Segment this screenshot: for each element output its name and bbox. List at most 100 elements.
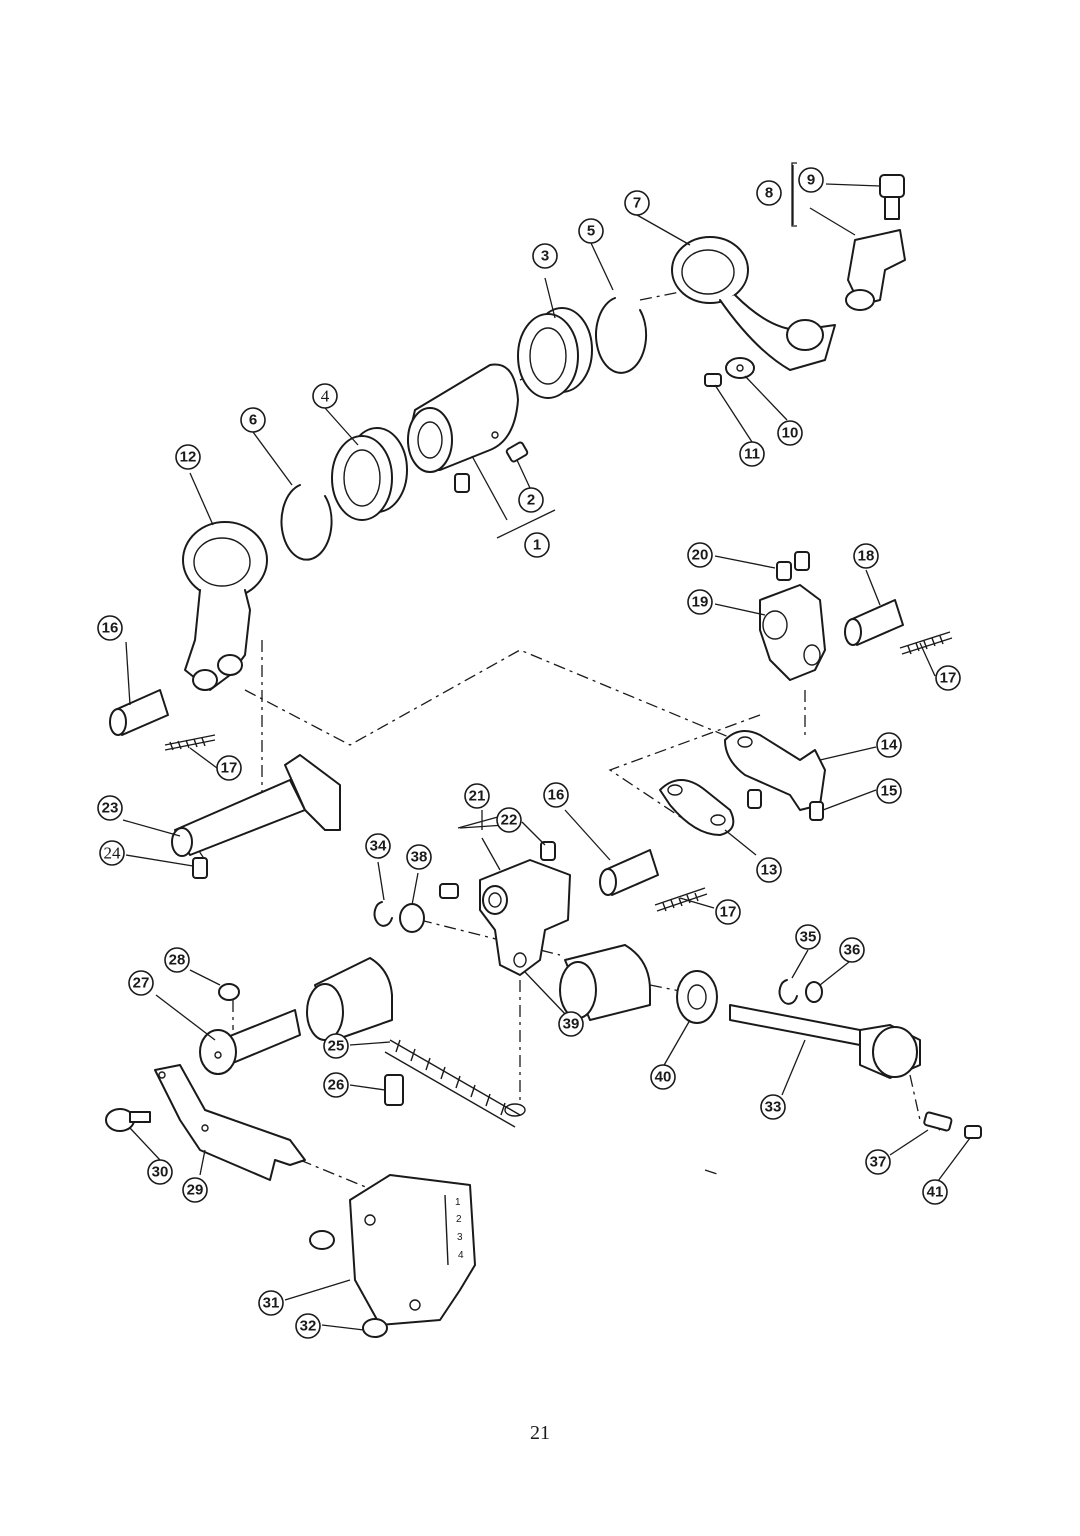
callout-24: 24: [99, 840, 125, 866]
callout-30: 30: [147, 1159, 173, 1185]
svg-text:3: 3: [541, 248, 549, 265]
callout-11: 11: [739, 441, 765, 467]
callout-33: 33: [760, 1094, 786, 1120]
callout-19: 19: [687, 589, 713, 615]
pin-16-left: [109, 689, 169, 736]
callout-41: 41: [922, 1179, 948, 1205]
adjusting-shaft-33: [729, 1004, 921, 1079]
callout-16-left: 16: [97, 615, 123, 641]
lever-assembly-21: [479, 859, 571, 976]
callout-7: 7: [624, 190, 650, 216]
svg-text:17: 17: [940, 670, 957, 687]
svg-text:6: 6: [249, 412, 257, 429]
shaft-23: [171, 754, 341, 857]
callout-26: 26: [323, 1072, 349, 1098]
callout-18: 18: [853, 543, 879, 569]
callout-23: 23: [97, 795, 123, 821]
callout-17-right: 17: [935, 665, 961, 691]
svg-text:17: 17: [720, 904, 737, 921]
assembly-guide-lines: [184, 289, 941, 1196]
o-ring-28: [218, 983, 240, 1001]
callout-39: 39: [558, 1011, 584, 1037]
svg-text:27: 27: [133, 975, 150, 992]
scale-mark-4: 4: [458, 1250, 464, 1261]
nut-40: [676, 970, 718, 1024]
callout-32: 32: [295, 1313, 321, 1339]
svg-text:10: 10: [782, 425, 799, 442]
svg-text:16: 16: [548, 787, 565, 804]
svg-text:4: 4: [321, 387, 330, 406]
block-19: [759, 584, 826, 681]
svg-text:16: 16: [102, 620, 119, 637]
spring-17-left: [164, 734, 216, 751]
screw-26: [384, 1074, 404, 1106]
svg-text:2: 2: [527, 492, 535, 509]
callout-4: 4: [312, 383, 338, 409]
page-number: 21: [530, 1422, 550, 1444]
callout-21: 21: [464, 783, 490, 809]
callout-1: 1: [524, 532, 550, 558]
spring-17-center: [654, 887, 708, 912]
svg-text:18: 18: [858, 548, 875, 565]
callout-6: 6: [240, 407, 266, 433]
needle-bearing-3: [517, 307, 593, 399]
set-screw-2: [454, 441, 529, 493]
set-screw-15: [747, 789, 824, 821]
callout-29: 29: [182, 1177, 208, 1203]
callout-2: 2: [518, 487, 544, 513]
eccentric-arm-7: [671, 236, 836, 371]
pin-16-center: [599, 849, 659, 896]
callout-20: 20: [687, 542, 713, 568]
connecting-rod-12: [182, 521, 268, 691]
svg-text:23: 23: [102, 800, 119, 817]
callout-14: 14: [876, 732, 902, 758]
set-screw-41: [964, 1125, 982, 1139]
callout-12: 12: [175, 444, 201, 470]
shaft-27: [199, 1009, 301, 1075]
tension-spring-25: [384, 1039, 526, 1128]
screw-32: [309, 1230, 388, 1338]
callout-35: 35: [795, 924, 821, 950]
svg-text:30: 30: [152, 1164, 169, 1181]
svg-text:1: 1: [533, 537, 541, 554]
socket-bolt-9: [879, 174, 905, 220]
screw-11: [704, 373, 722, 387]
callout-25: 25: [323, 1033, 349, 1059]
svg-text:13: 13: [761, 862, 778, 879]
svg-text:26: 26: [328, 1077, 345, 1094]
svg-text:29: 29: [187, 1182, 204, 1199]
svg-text:32: 32: [300, 1318, 317, 1335]
callout-5: 5: [578, 218, 604, 244]
callout-31: 31: [258, 1290, 284, 1316]
screw-30: [105, 1108, 151, 1132]
callout-13: 13: [756, 857, 782, 883]
snap-ring-5: [595, 297, 648, 374]
svg-text:35: 35: [800, 929, 817, 946]
svg-text:39: 39: [563, 1016, 580, 1033]
svg-text:20: 20: [692, 547, 709, 564]
svg-text:22: 22: [501, 812, 518, 829]
pin-18: [844, 599, 904, 646]
callout-10: 10: [777, 420, 803, 446]
callout-22: 22: [496, 807, 522, 833]
callout-9: 9: [798, 167, 824, 193]
ball-38: [399, 903, 425, 933]
callout-17-left: 17: [216, 755, 242, 781]
scale-mark-2: 2: [456, 1214, 462, 1225]
svg-text:34: 34: [370, 838, 387, 855]
arm-14: [724, 730, 826, 811]
e-ring-34: [373, 901, 393, 927]
svg-text:37: 37: [870, 1154, 887, 1171]
callout-36: 36: [839, 937, 865, 963]
svg-text:36: 36: [844, 942, 861, 959]
set-screw-24: [192, 857, 208, 879]
svg-text:33: 33: [765, 1099, 782, 1116]
svg-text:12: 12: [180, 449, 197, 466]
callout-34: 34: [365, 833, 391, 859]
scale-mark-1: 1: [455, 1197, 461, 1208]
callout-17-center: 17: [715, 899, 741, 925]
spring-17-right: [899, 631, 953, 655]
callout-38: 38: [406, 844, 432, 870]
set-screw-22: [439, 841, 556, 899]
